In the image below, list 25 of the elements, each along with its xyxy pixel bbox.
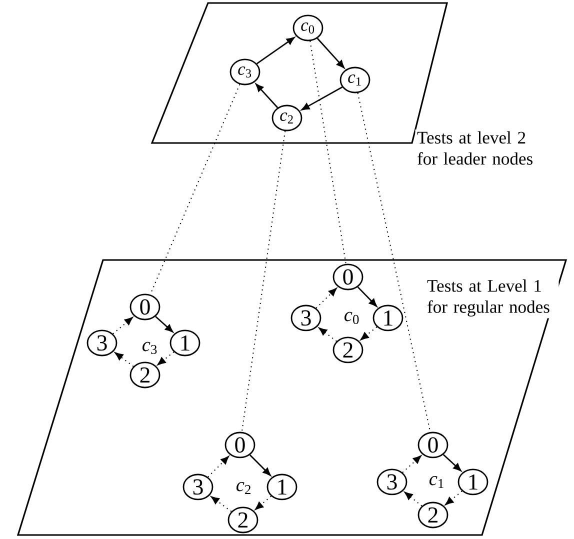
arrow — [114, 352, 134, 367]
node-label: for leader nodes — [418, 152, 532, 165]
arrow — [208, 456, 230, 478]
arrow — [301, 86, 343, 110]
arrow — [357, 286, 377, 307]
cluster-label: c$_{1}$ — [430, 476, 444, 488]
arrow — [256, 37, 295, 64]
cluster-label: c$_{2}$ — [236, 482, 250, 494]
arrow — [256, 84, 278, 108]
arrow — [445, 490, 462, 506]
arrow — [155, 316, 174, 332]
arrow — [442, 454, 462, 472]
arrow — [316, 288, 337, 308]
cluster-label: c$_{3}$ — [142, 342, 157, 354]
arrow — [249, 454, 271, 476]
arrow — [318, 327, 337, 342]
arrow — [316, 38, 344, 68]
arrow — [402, 455, 422, 473]
arrow — [112, 316, 134, 334]
arrow — [360, 326, 378, 340]
arrow — [404, 492, 422, 506]
cluster-label: c$_{0}$ — [344, 312, 359, 324]
arrow — [157, 352, 174, 366]
arrow — [254, 496, 272, 510]
arrow — [210, 496, 232, 512]
